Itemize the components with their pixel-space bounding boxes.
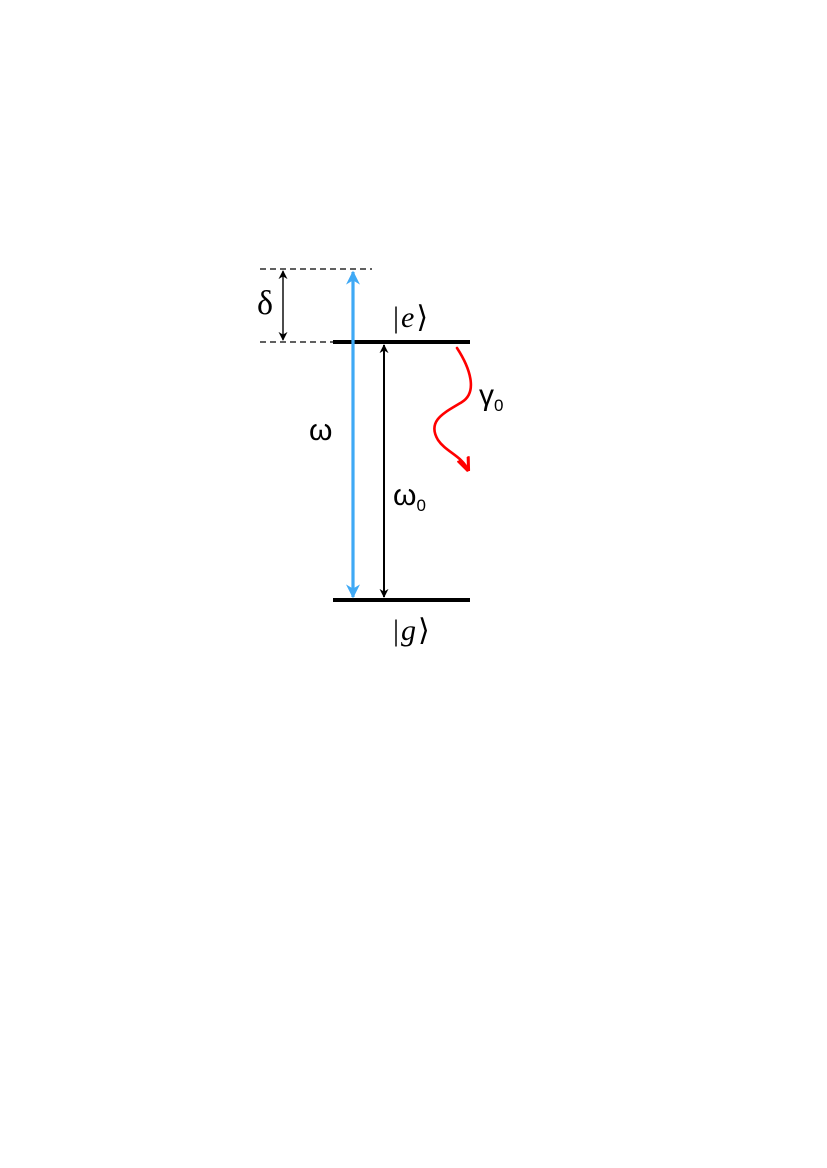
laser-frequency-label: ω: [309, 414, 332, 447]
detuning-label: δ: [257, 285, 273, 322]
decay-rate-label: γ0: [479, 379, 503, 415]
ground-state-label: |g⟩: [393, 614, 430, 647]
spontaneous-decay-arrow: [433, 346, 473, 470]
transition-frequency-label: ω0: [393, 479, 426, 515]
excited-state-label: |e⟩: [393, 301, 428, 334]
